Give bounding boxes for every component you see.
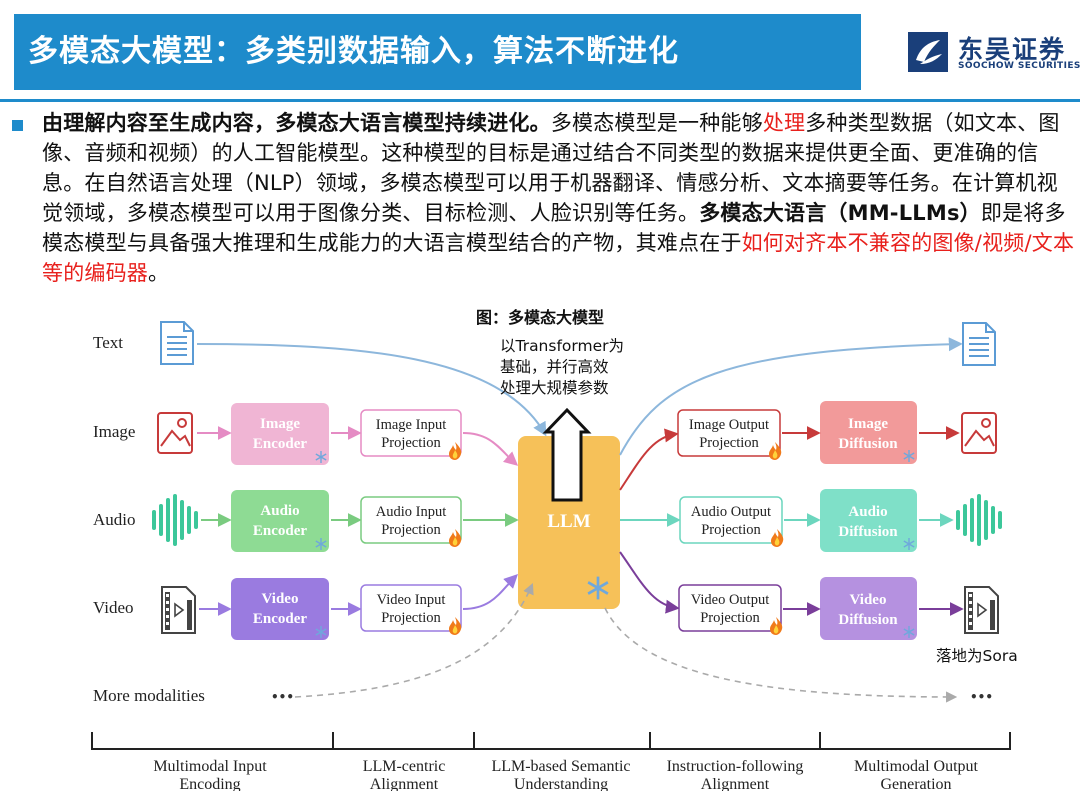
output-text-doc-icon <box>962 322 996 366</box>
label-video: Video <box>93 598 134 617</box>
stage-1-label-1: Multimodal Input <box>153 758 267 775</box>
image-input-projection-label-1: Image Input <box>376 417 446 433</box>
main-paragraph: 由理解内容至生成内容，多模态大语言模型持续进化。多模态模型是一种能够处理多种类型… <box>42 108 1076 288</box>
stage-timeline <box>91 732 1011 750</box>
logo-en-text: SOOCHOW SECURITIES <box>958 61 1080 71</box>
audio-output-projection-label-2: Projection <box>701 522 761 538</box>
logo-cn-text: 东吴证券 <box>958 35 1067 64</box>
soochow-logo-icon <box>908 32 948 72</box>
label-text: Text <box>93 333 123 352</box>
video-input-projection-label-1: Video Input <box>377 592 446 608</box>
video-diffusion-box <box>820 577 917 640</box>
audio-input-projection-label-2: Projection <box>381 522 441 538</box>
arrow-image-projection-to-llm <box>462 432 519 466</box>
label-audio: Audio <box>93 510 136 529</box>
para-lead: 由理解内容至生成内容，多模态大语言模型持续进化。 <box>42 111 551 135</box>
video-diffusion-label-1: Video <box>850 592 887 608</box>
output-audio-wave-icon <box>956 494 1002 546</box>
output-image-icon <box>961 412 997 454</box>
video-input-projection-label-2: Projection <box>381 610 441 626</box>
audio-diffusion-label-1: Audio <box>848 504 887 520</box>
image-encoder-label-2: Encoder <box>253 436 308 452</box>
image-encoder-box <box>231 403 329 465</box>
figure-title: 图：多模态大模型 <box>475 308 604 327</box>
audio-wave-icon <box>152 494 198 546</box>
audio-output-projection-label-1: Audio Output <box>691 504 771 520</box>
output-video-file-icon <box>964 586 999 634</box>
image-diffusion-label-2: Diffusion <box>838 436 898 452</box>
arrow-video-projection-to-llm <box>462 574 518 610</box>
stage-4-label-1: Instruction-following <box>667 758 804 775</box>
bullet-marker <box>12 120 23 131</box>
video-file-icon <box>161 586 196 634</box>
audio-diffusion-box <box>820 489 917 552</box>
arrow-text-to-llm <box>196 343 547 437</box>
video-encoder-label-1: Video <box>262 591 299 607</box>
transformer-up-arrow <box>542 407 592 502</box>
left-ellipsis: ••• <box>271 690 294 704</box>
annotation-sora: 落地为Sora <box>936 647 1018 665</box>
header-rule <box>0 99 1080 102</box>
para-text-3: 即是将多模态模型与具备强大推理和生成能力的大语言模型结合的产物，其难点在于 <box>42 201 1066 255</box>
arrow-llm-to-text-output <box>619 337 963 456</box>
video-diffusion-label-2: Diffusion <box>838 612 898 628</box>
audio-diffusion-label-2: Diffusion <box>838 524 898 540</box>
arrow-llm-to-video-output <box>619 551 680 614</box>
image-output-projection-box <box>677 409 781 457</box>
image-output-projection-label-2: Projection <box>699 435 759 451</box>
stage-5-label-1: Multimodal Output <box>854 758 979 775</box>
image-diffusion-box <box>820 401 917 464</box>
annotation-transformer-2: 基础，并行高效 <box>500 358 609 376</box>
stage-2-label-1: LLM-centric <box>363 758 446 775</box>
para-text-1: 多模态模型是一种能够 <box>550 111 763 135</box>
company-logo: 东吴证券 SOOCHOW SECURITIES <box>906 28 1080 78</box>
image-encoder-label-1: Image <box>260 416 300 432</box>
right-ellipsis: ••• <box>970 690 993 704</box>
video-output-projection-label-1: Video Output <box>691 592 769 608</box>
video-output-projection-box <box>678 584 782 632</box>
stage-5-label-2: Generation <box>880 776 951 791</box>
annotation-transformer-3: 处理大规模参数 <box>500 379 609 397</box>
page-title: 多模态大模型：多类别数据输入，算法不断进化 <box>28 34 679 69</box>
video-encoder-label-2: Encoder <box>253 611 308 627</box>
para-highlight-2: 如何对齐本不兼容的图像/视频/文本等的编码器 <box>42 231 1075 285</box>
arrow-llm-to-image-output <box>619 428 679 491</box>
title-bar <box>14 14 861 90</box>
audio-encoder-label-1: Audio <box>260 503 299 519</box>
arrow-more-to-llm <box>294 582 534 698</box>
para-text-2: 多种类型数据（如文本、图像、音频和视频）的人工智能模型。这种模型的目标是通过结合… <box>42 111 1060 225</box>
para-text-4: 。 <box>148 261 170 285</box>
para-term: 多模态大语言（MM-LLMs） <box>699 201 981 225</box>
label-image: Image <box>93 422 135 441</box>
label-more-modalities: More modalities <box>93 686 205 705</box>
audio-input-projection-label-1: Audio Input <box>376 504 446 520</box>
image-diffusion-label-1: Image <box>848 416 888 432</box>
text-doc-icon <box>160 321 194 365</box>
llm-label: LLM <box>547 511 590 532</box>
video-encoder-box <box>231 578 329 640</box>
annotation-transformer-1: 以Transformer为 <box>500 337 624 355</box>
stage-3-label-1: LLM-based Semantic <box>491 758 630 775</box>
stage-4-label-2: Alignment <box>701 776 770 791</box>
stage-3-label-2: Understanding <box>514 776 608 791</box>
image-output-projection-label-1: Image Output <box>689 417 769 433</box>
audio-encoder-box <box>231 490 329 552</box>
image-icon <box>157 412 193 454</box>
image-input-projection-label-2: Projection <box>381 435 441 451</box>
audio-output-projection-box <box>679 496 783 544</box>
stage-1-label-2: Encoding <box>179 776 240 791</box>
para-highlight-1: 处理 <box>762 111 806 135</box>
video-output-projection-label-2: Projection <box>700 610 760 626</box>
audio-encoder-label-2: Encoder <box>253 523 308 539</box>
stage-2-label-2: Alignment <box>370 776 439 791</box>
llm-box <box>518 436 620 609</box>
arrow-llm-to-more <box>604 607 958 703</box>
